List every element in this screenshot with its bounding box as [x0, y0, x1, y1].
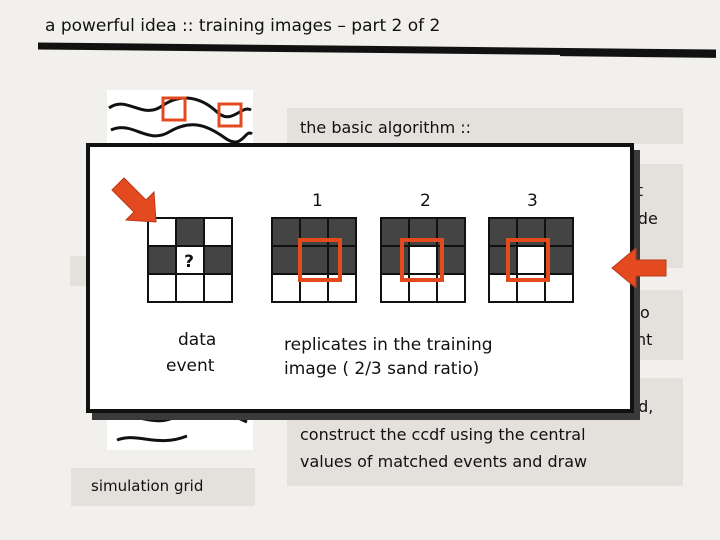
grid-cell: [329, 247, 357, 275]
replicate-highlight-3: [506, 238, 550, 282]
grid-cell: [518, 247, 546, 275]
grid-cell: [382, 219, 410, 247]
grid-cell: [490, 247, 518, 275]
grid-cell: [490, 219, 518, 247]
replicate-number-3: 3: [527, 191, 538, 211]
slide-title: a powerful idea :: training images – par…: [45, 16, 441, 36]
step-3-line-1: nd,: [628, 397, 654, 416]
data-event-label-1: data: [178, 330, 217, 350]
step-2-partial-b: nt: [636, 330, 653, 349]
unknown-node-mark: ?: [184, 252, 194, 272]
sim-label-panel: [71, 468, 255, 506]
step-3-line-3: values of matched events and draw: [300, 452, 588, 471]
grid-cell: [301, 219, 329, 247]
grid-cell: [205, 275, 233, 303]
title-underline-secondary: [560, 54, 716, 58]
sim-grid-label: simulation grid: [91, 477, 204, 495]
grid-cell: [149, 219, 177, 247]
grid-cell: [149, 247, 177, 275]
grid-cell: [273, 247, 301, 275]
replicate-grid-2: [380, 217, 466, 303]
replicates-caption-2: image ( 2/3 sand ratio): [284, 359, 480, 379]
grid-cell: [546, 275, 574, 303]
data-event-popup: ? data event 1 2 3 replicates in the tra…: [86, 143, 634, 413]
step-1-partial-b: ode: [628, 209, 658, 228]
data-event-grid: [147, 217, 233, 303]
algo-heading: the basic algorithm ::: [300, 118, 472, 137]
grid-cell: [410, 219, 438, 247]
grid-cell: [518, 219, 546, 247]
replicates-caption-1: replicates in the training: [284, 335, 493, 355]
grid-cell: [301, 247, 329, 275]
grid-cell: [410, 247, 438, 275]
grid-cell: [205, 247, 233, 275]
replicate-number-2: 2: [420, 191, 431, 211]
grid-cell: [205, 219, 233, 247]
grid-cell: [546, 219, 574, 247]
replicate-highlight-2: [400, 238, 444, 282]
step-3-line-2: construct the ccdf using the central: [300, 425, 586, 444]
grid-cell: [329, 219, 357, 247]
data-event-label-2: event: [166, 356, 215, 376]
step-2-partial-a: o: [640, 303, 650, 322]
replicate-number-1: 1: [312, 191, 323, 211]
grid-cell: [273, 275, 301, 303]
grid-cell: [177, 247, 205, 275]
grid-cell: [177, 219, 205, 247]
grid-cell: [177, 275, 205, 303]
replicate-highlight-1: [298, 238, 342, 282]
arrow-down-right-icon: [111, 177, 157, 223]
grid-cell: [546, 247, 574, 275]
grid-cell: [149, 275, 177, 303]
grid-cell: [273, 219, 301, 247]
arrow-left-icon: [611, 246, 667, 290]
grid-cell: [382, 247, 410, 275]
algo-heading-panel: [287, 108, 683, 144]
